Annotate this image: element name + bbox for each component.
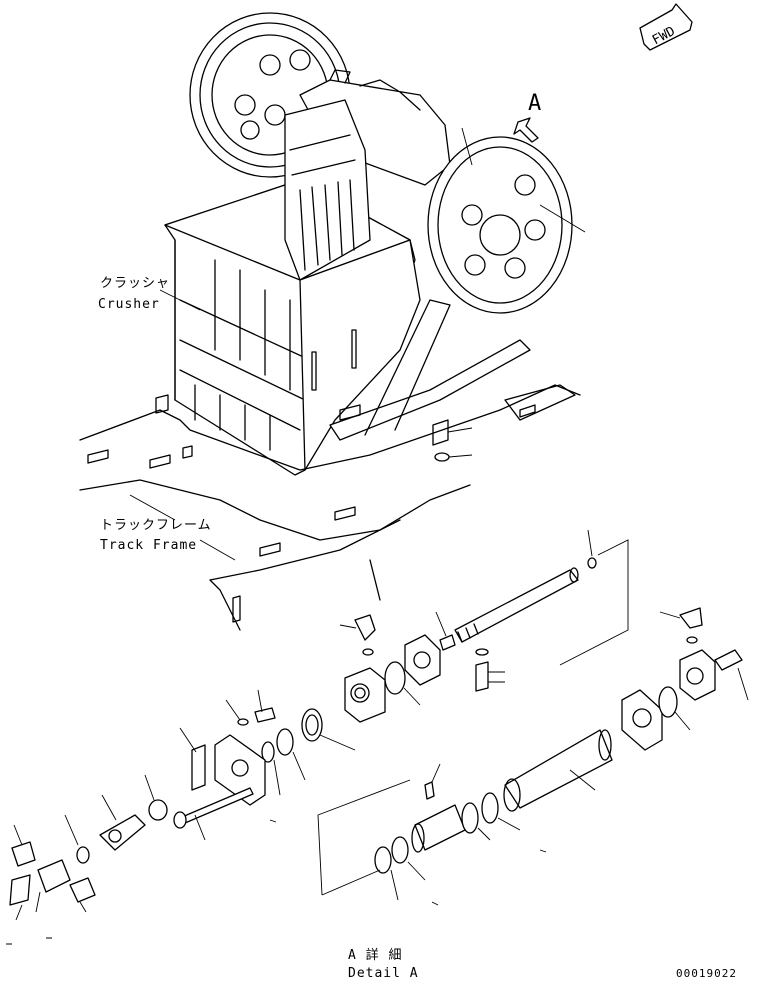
- detail-a-parts: [6, 529, 749, 945]
- crusher-label-en: Crusher: [98, 297, 160, 312]
- crusher-assembly: [159, 12, 586, 476]
- track-frame: [79, 384, 581, 631]
- drawing-number: 00019022: [676, 967, 737, 980]
- track-frame-label-en: Track Frame: [100, 538, 198, 553]
- detail-title-jp: A 詳 細: [348, 948, 403, 963]
- detail-title-en: Detail A: [348, 966, 419, 981]
- fwd-arrow-icon: FWD: [639, 3, 693, 51]
- crusher-label-jp: クラッシャ: [100, 276, 171, 291]
- detail-letter: A: [528, 91, 541, 116]
- track-frame-label-jp: トラックフレーム: [100, 518, 212, 533]
- view-arrow-icon: A: [513, 91, 541, 143]
